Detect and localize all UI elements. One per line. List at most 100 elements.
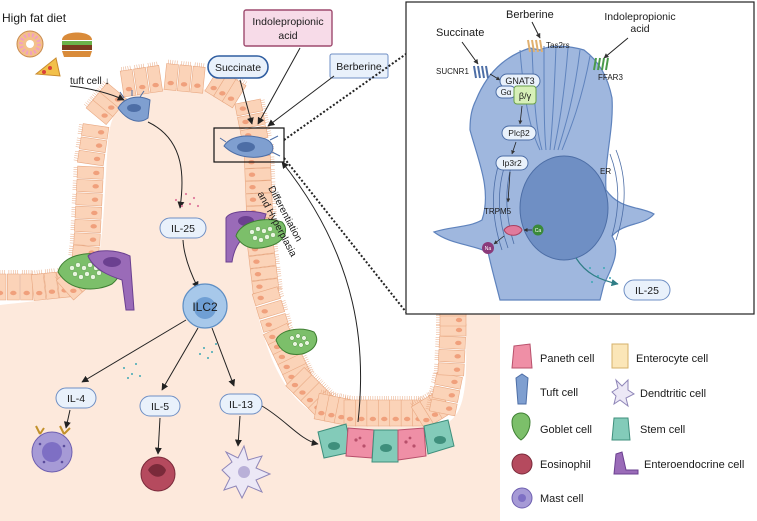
inset-indolepropionic-label-2: acid <box>630 23 649 35</box>
microvilli <box>413 396 424 400</box>
enterocyte <box>434 371 463 390</box>
inset-il25-pill: IL-25 <box>623 279 671 301</box>
microvilli <box>436 315 440 325</box>
enterocyte <box>366 399 380 427</box>
enterocyte-nucleus <box>261 309 268 314</box>
ca-ion: Ca <box>532 224 544 236</box>
enterocyte <box>79 136 108 153</box>
enterocyte-nucleus <box>167 80 174 86</box>
enterocyte-nucleus <box>455 327 463 333</box>
enterocyte <box>438 335 466 350</box>
microvilli <box>327 388 337 398</box>
enterocyte <box>74 205 102 220</box>
legend-item-stem: Stem cell <box>611 417 685 441</box>
svg-text:IL-25: IL-25 <box>171 223 195 235</box>
microvilli <box>73 167 78 177</box>
svg-text:Plcβ2: Plcβ2 <box>508 128 530 138</box>
enterocyte <box>81 123 110 140</box>
enterocyte-nucleus <box>269 334 276 340</box>
enterocyte-nucleus <box>48 289 56 294</box>
enterocyte-nucleus <box>338 414 345 420</box>
svg-text:Na: Na <box>485 246 492 252</box>
svg-text:Indolepropionic: Indolepropionic <box>252 16 323 28</box>
microvilli <box>181 60 191 66</box>
microvilli <box>263 112 269 123</box>
microvilli <box>274 254 280 265</box>
enterocyte-nucleus <box>10 290 17 296</box>
microvilli <box>272 206 277 217</box>
galpha-pill: Gα <box>495 85 517 99</box>
legend-item-mast: Mast cell <box>511 487 583 509</box>
inset-indolepropionic-label-1: Indolepropionic <box>604 11 675 23</box>
legend-item-tuft: Tuft cell <box>515 373 578 405</box>
sucnr1-receptor <box>473 65 489 79</box>
svg-text:FFAR3: FFAR3 <box>598 73 623 82</box>
enterocyte-nucleus <box>93 170 100 176</box>
legend-item-dendritic: Dendtritic cell <box>611 378 706 408</box>
enterocyte-nucleus <box>453 367 461 372</box>
enterocyte-nucleus <box>219 91 226 96</box>
enterocyte <box>177 64 193 93</box>
enterocyte-nucleus <box>242 119 249 125</box>
microvilli <box>379 396 389 400</box>
svg-text:Mast cell: Mast cell <box>540 493 583 505</box>
svg-text:Succinate: Succinate <box>215 62 261 74</box>
microvilli <box>270 156 275 167</box>
microvilli <box>418 392 430 401</box>
microvilli <box>305 365 315 375</box>
enterocyte-nucleus <box>93 156 101 162</box>
tuft-cell-decrease-label: tuft cell ↓ <box>70 76 109 87</box>
microvilli <box>134 63 145 69</box>
goblet-cell-right <box>235 219 286 249</box>
enterocyte-nucleus <box>369 416 377 422</box>
trpm5-label: TRPM5 <box>484 207 512 216</box>
enterocyte <box>355 399 368 427</box>
indolepropionic-acid-box: Indolepropionic acid <box>243 9 333 47</box>
microvilli <box>22 270 32 274</box>
enteroendocrine-cell-left <box>87 250 135 311</box>
svg-text:ILC2: ILC2 <box>192 300 218 314</box>
svg-text:Dendtritic cell: Dendtritic cell <box>640 388 706 400</box>
svg-text:acid: acid <box>278 30 297 42</box>
enterocyte-nucleus <box>299 390 306 395</box>
microvilli <box>71 207 76 217</box>
svg-text:GNAT3: GNAT3 <box>505 76 534 86</box>
svg-text:Gα: Gα <box>501 88 512 97</box>
enterocyte-nucleus <box>423 417 430 423</box>
microvilli <box>8 270 18 274</box>
enterocyte <box>343 399 357 427</box>
svg-text:Goblet cell: Goblet cell <box>540 424 592 436</box>
microvilli <box>434 350 439 361</box>
svg-text:IL-13: IL-13 <box>229 399 253 411</box>
il13-pill: IL-13 <box>219 393 263 415</box>
svg-text:Enteroendocrine cell: Enteroendocrine cell <box>644 459 744 471</box>
svg-text:IL-4: IL-4 <box>67 393 85 405</box>
enterocyte-nucleus <box>90 224 97 229</box>
svg-text:Tuft cell: Tuft cell <box>540 387 578 399</box>
lamina-propria <box>0 88 500 521</box>
enterocyte-nucleus <box>265 322 272 327</box>
enterocyte-nucleus <box>139 84 146 90</box>
microvilli <box>345 396 355 400</box>
enterocyte-nucleus <box>278 354 286 360</box>
enterocyte-nucleus <box>239 106 247 111</box>
microvilli <box>73 150 79 161</box>
enterocyte <box>428 398 458 417</box>
legend-item-enteroendocrine: Enteroendocrine cell <box>613 451 744 475</box>
enterocyte-nucleus <box>152 82 159 88</box>
microvilli <box>330 391 341 398</box>
microvilli <box>70 220 75 231</box>
microvilli <box>391 396 401 400</box>
microvilli <box>425 399 432 410</box>
il25-pill: IL-25 <box>159 217 207 239</box>
microvilli <box>90 89 100 99</box>
enterocyte <box>255 299 286 320</box>
enterocyte-nucleus <box>306 397 314 403</box>
plcb2-pill: Plcβ2 <box>501 125 537 141</box>
svg-text:Ip3r2: Ip3r2 <box>502 158 522 168</box>
microvilli <box>32 269 42 275</box>
enterocyte <box>245 192 273 207</box>
svg-text:Paneth cell: Paneth cell <box>540 353 594 365</box>
legend-item-paneth: Paneth cell <box>511 343 594 369</box>
